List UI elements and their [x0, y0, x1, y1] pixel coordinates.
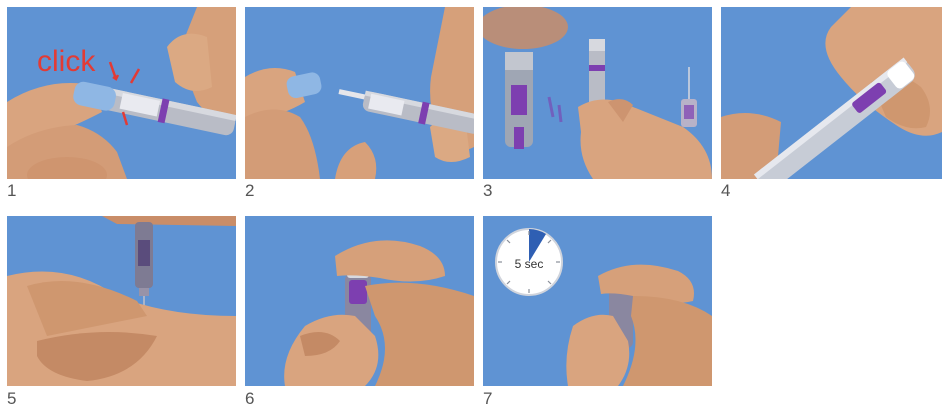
step-3-number: 3: [483, 182, 492, 199]
step-2-number: 2: [245, 182, 254, 199]
step-6-image: [245, 216, 474, 386]
step-6-illustration: [245, 216, 474, 386]
step-2-illustration: [245, 7, 474, 179]
step-4-image: [721, 7, 942, 179]
step-3-image: [483, 7, 712, 179]
step-5-image: [7, 216, 236, 386]
step-1-illustration: click: [7, 7, 236, 179]
step-7-illustration: 5 sec: [483, 216, 712, 386]
step-1-image: click: [7, 7, 236, 179]
step-5-number: 5: [7, 390, 16, 407]
step-7-number: 7: [483, 390, 492, 407]
timer-label: 5 sec: [515, 257, 544, 271]
click-callout: click: [37, 45, 96, 78]
step-1-number: 1: [7, 182, 16, 199]
step-5-illustration: [7, 216, 236, 386]
step-4-number: 4: [721, 182, 730, 199]
stopwatch-icon: 5 sec: [496, 229, 562, 295]
step-7-image: 5 sec: [483, 216, 712, 386]
step-6-number: 6: [245, 390, 254, 407]
step-3-illustration: [483, 7, 712, 179]
step-2-image: [245, 7, 474, 179]
step-4-illustration: [721, 7, 942, 179]
